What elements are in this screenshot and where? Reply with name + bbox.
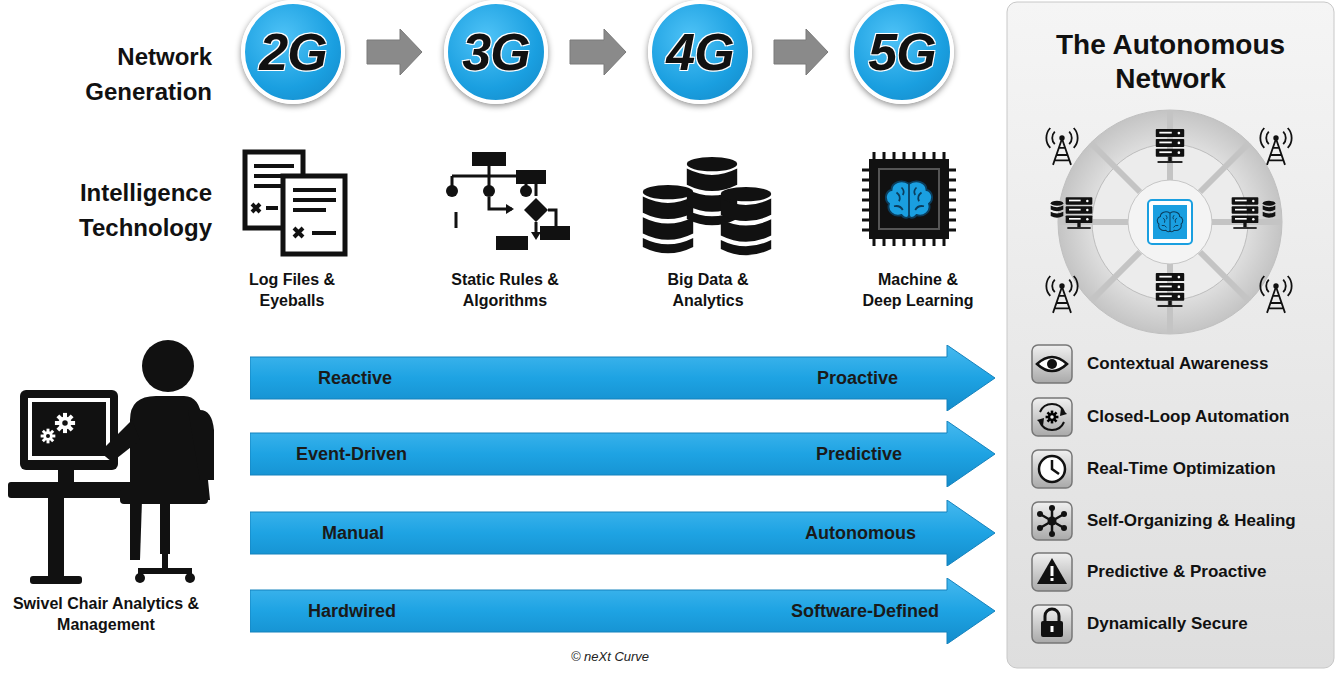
from-state: Event-Driven <box>296 444 407 465</box>
feature-name: Closed-Loop Automation <box>1087 406 1327 428</box>
panel-heading: The Autonomous Network <box>1026 28 1316 95</box>
to-state: Proactive <box>817 368 898 389</box>
generation-arrow <box>570 29 626 75</box>
to-state: Autonomous <box>805 523 916 544</box>
from-state: Reactive <box>318 368 392 389</box>
ai-chip-icon <box>862 152 956 246</box>
swivel-chair-person <box>8 340 214 584</box>
row-heading: Network Generation <box>12 40 212 110</box>
feature-icons <box>1032 345 1072 643</box>
database-icon <box>643 157 771 255</box>
generation-arrow <box>774 29 828 75</box>
band-arrow-outline <box>250 421 995 487</box>
flowchart-icon <box>446 152 570 250</box>
feature-name: Contextual Awareness <box>1087 353 1327 375</box>
technology-name: Log Files & Eyeballs <box>230 270 355 312</box>
row-heading: Intelligence Technology <box>12 176 212 246</box>
transition-arrow-band: Manual Autonomous <box>250 500 995 566</box>
transition-arrow-band: Reactive Proactive <box>250 345 995 411</box>
feature-name: Predictive & Proactive <box>1087 561 1327 583</box>
technology-name: Static Rules & Algorithms <box>443 270 568 312</box>
technology-name: Big Data & Analytics <box>646 270 771 312</box>
transition-arrow-band: Event-Driven Predictive <box>250 421 995 487</box>
generation-circle: 3G <box>444 0 548 104</box>
generation-circle: 5G <box>850 0 954 104</box>
panel-ground <box>1007 2 1334 668</box>
generation-circle: 4G <box>648 0 752 104</box>
generation-name: 3G <box>462 22 529 82</box>
band-arrow-outline <box>250 578 995 644</box>
figure-caption: Swivel Chair Analytics & Management <box>2 594 210 636</box>
generation-name: 2G <box>259 22 326 82</box>
network-hub <box>1046 110 1291 334</box>
from-state: Manual <box>322 523 384 544</box>
generation-name: 4G <box>666 22 733 82</box>
transition-arrow-band: Hardwired Software-Defined <box>250 578 995 644</box>
feature-name: Self-Organizing & Healing <box>1087 510 1327 532</box>
to-state: Predictive <box>816 444 902 465</box>
feature-name: Real-Time Optimization <box>1087 458 1327 480</box>
band-arrow-outline <box>250 500 995 566</box>
technology-name: Machine & Deep Learning <box>857 270 979 312</box>
from-state: Hardwired <box>308 601 396 622</box>
band-arrow-outline <box>250 345 995 411</box>
document-icon <box>245 152 345 254</box>
generation-arrow <box>367 29 422 75</box>
feature-name: Dynamically Secure <box>1087 613 1327 635</box>
copyright-note: © neXt Curve <box>530 649 690 666</box>
generation-circle: 2G <box>241 0 345 104</box>
generation-name: 5G <box>868 22 935 82</box>
to-state: Software-Defined <box>791 601 939 622</box>
